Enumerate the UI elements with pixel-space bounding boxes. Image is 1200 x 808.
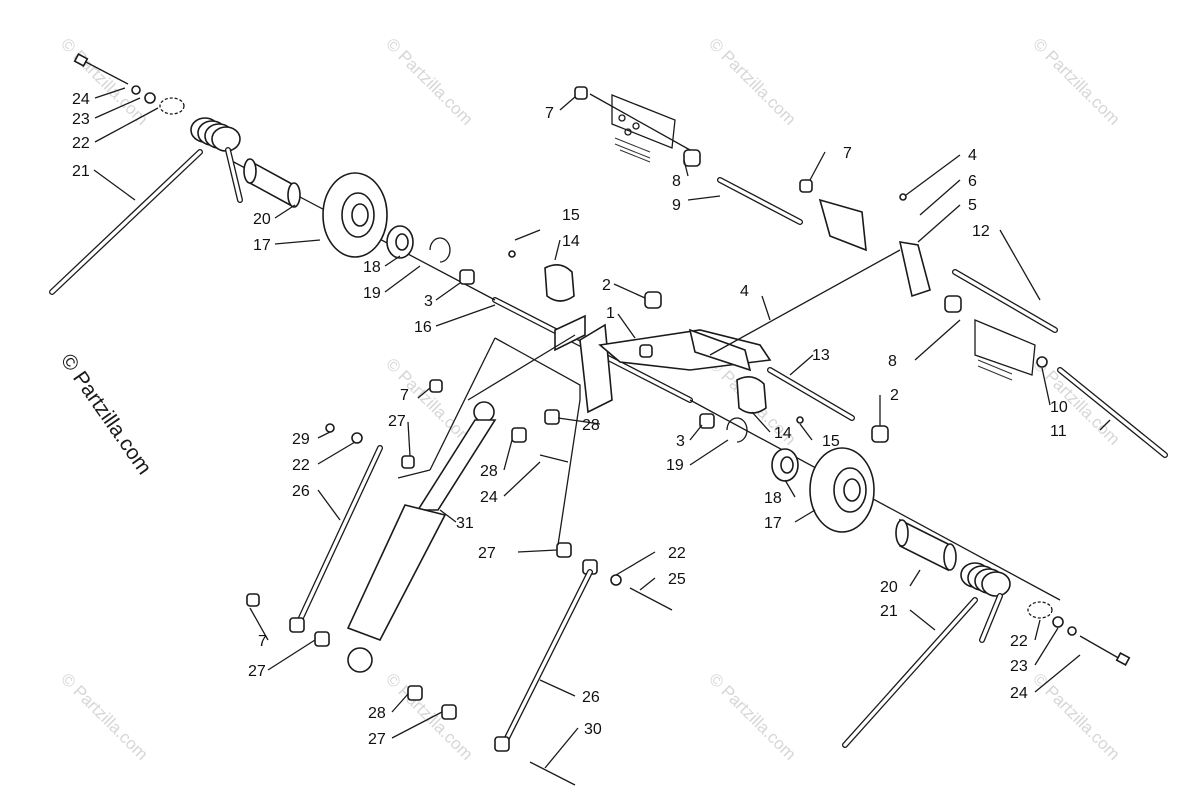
- callout-label: 24: [480, 489, 498, 506]
- callout-label: 6: [968, 173, 977, 190]
- callout-label: 15: [822, 433, 840, 450]
- callout-label: 26: [292, 483, 310, 500]
- watermark: © Partzilla.com: [1029, 354, 1123, 448]
- callout-label: 7: [843, 145, 852, 162]
- callout-label: 10: [1050, 399, 1068, 416]
- callout-label: 20: [880, 579, 898, 596]
- upper-frame-assembly: [574, 86, 1168, 458]
- copyright-text: © Partzilla.com: [56, 350, 156, 479]
- callout-label: 23: [72, 111, 90, 128]
- callout-label: 27: [368, 731, 386, 748]
- callout-label: 11: [1050, 423, 1067, 440]
- watermark: © Partzilla.com: [705, 669, 799, 763]
- watermark: © Partzilla.com: [1029, 669, 1123, 763]
- callout-label: 12: [972, 223, 990, 240]
- watermark: © Partzilla.com: [705, 34, 799, 128]
- swing-arm: [508, 250, 889, 443]
- callout-label: 4: [740, 283, 749, 300]
- callout-label: 15: [562, 207, 580, 224]
- callout-label: 27: [248, 663, 266, 680]
- callout-label: 28: [480, 463, 498, 480]
- callout-label: 19: [363, 285, 381, 302]
- callout-label: 7: [258, 633, 267, 650]
- part-labels: 24 23 22 21 20 17 18 19 3 16 15 14 2 1 4…: [72, 91, 1068, 748]
- callout-label: 28: [368, 705, 386, 722]
- callout-label: 5: [968, 197, 977, 214]
- right-spring-assembly: [771, 447, 1131, 748]
- callout-label: 24: [72, 91, 90, 108]
- callout-label: 16: [414, 319, 432, 336]
- callout-label: 22: [72, 135, 90, 152]
- callout-label: 2: [890, 387, 899, 404]
- watermark: © Partzilla.com: [382, 34, 476, 128]
- callout-label: 22: [668, 545, 686, 562]
- callout-label: 17: [253, 237, 271, 254]
- callout-label: 8: [672, 173, 681, 190]
- callout-label: 31: [456, 515, 474, 532]
- callout-label: 7: [400, 387, 409, 404]
- callout-label: 28: [582, 417, 600, 434]
- callout-label: 2: [602, 277, 611, 294]
- callout-label: 3: [424, 293, 433, 310]
- callout-label: 22: [292, 457, 310, 474]
- left-spring-assembly: [49, 53, 475, 295]
- callout-label: 14: [774, 425, 792, 442]
- callout-label: 30: [584, 721, 602, 738]
- callout-label: 9: [672, 197, 681, 214]
- callout-label: 22: [1010, 633, 1028, 650]
- callout-label: 20: [253, 211, 271, 228]
- callout-label: 7: [545, 105, 554, 122]
- callout-label: 14: [562, 233, 580, 250]
- callout-label: 18: [764, 490, 782, 507]
- callout-label: 27: [388, 413, 406, 430]
- callout-label: 13: [812, 347, 830, 364]
- watermark: © Partzilla.com: [1029, 34, 1123, 128]
- watermark: © Partzilla.com: [382, 669, 476, 763]
- callout-label: 17: [764, 515, 782, 532]
- callout-label: 21: [880, 603, 898, 620]
- watermark: © Partzilla.com: [382, 354, 476, 448]
- callout-label: 24: [1010, 685, 1028, 702]
- callout-label: 25: [668, 571, 686, 588]
- callout-label: 26: [582, 689, 600, 706]
- callout-label: 18: [363, 259, 381, 276]
- callout-label: 27: [478, 545, 496, 562]
- callout-label: 23: [1010, 658, 1028, 675]
- watermark: © Partzilla.com: [57, 669, 151, 763]
- callout-label: 21: [72, 163, 90, 180]
- leader-lines: [93, 87, 1111, 769]
- callout-label: 19: [666, 457, 684, 474]
- callout-label: 8: [888, 353, 897, 370]
- callout-label: 4: [968, 147, 977, 164]
- callout-label: 29: [292, 431, 310, 448]
- callout-label: 3: [676, 433, 685, 450]
- callout-label: 1: [606, 305, 615, 322]
